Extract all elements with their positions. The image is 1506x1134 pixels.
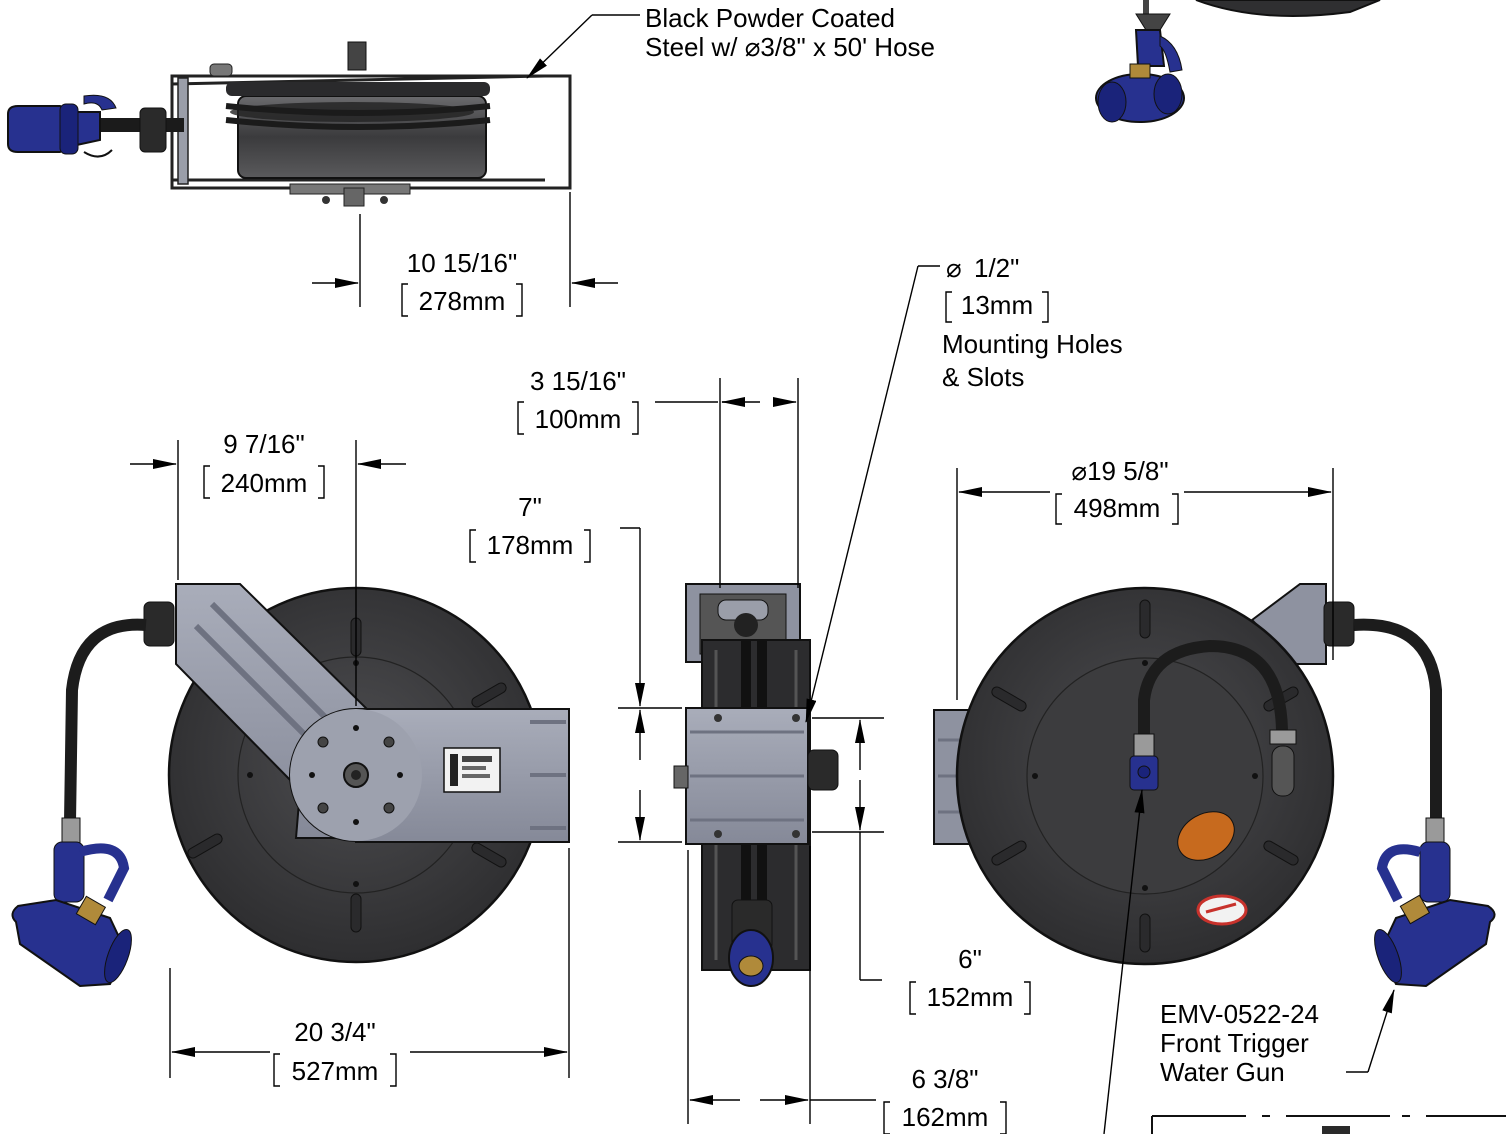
diameter-in: 19 5/8" [1087,456,1169,486]
dim-bracket-width: 3 15/16" 100mm [517,366,799,588]
front-hose [64,618,147,823]
dim-top-depth: 10 15/16" 278mm [312,192,618,317]
diameter-symbol: ⌀ [745,32,761,62]
top-view-gun [7,105,101,153]
diameter-mm: 498mm [1074,493,1161,523]
hole-spacing-in: 6" [958,944,982,974]
rear-view [933,583,1496,988]
hole-diameter-symbol: ⌀ [946,253,962,283]
hole-mm: 13mm [961,290,1033,320]
front-view [11,583,570,988]
dim-bracket-height: 7" 178mm [469,492,682,843]
hole-line2: & Slots [942,362,1024,392]
rear-leader-line [1103,789,1145,1134]
hole-line1: Mounting Holes [942,329,1123,359]
bracket-height-in: 7" [518,492,542,522]
side-depth-mm: 162mm [902,1102,989,1132]
svg-text:⌀: ⌀ [946,253,962,283]
gun-line2: Front Trigger [1160,1028,1309,1058]
mounting-hole-callout: ⌀ 1/2" 13mm Mounting Holes & Slots [805,253,1123,723]
finish-line1: Black Powder Coated [645,3,895,33]
dim-hole-spacing: 6" 152mm [812,717,1031,1015]
top-depth-mm: 278mm [419,286,506,316]
gun-callout: EMV-0522-24 Front Trigger Water Gun [1160,989,1395,1087]
cropped-iso-view [1095,0,1381,123]
dim-overall-width: 20 3/4" 527mm [169,848,570,1087]
cropped-view-frame [1151,1115,1506,1134]
finish-line2-tail: 3/8" x 50' Hose [760,32,935,62]
width-mm: 527mm [292,1056,379,1086]
dim-side-depth: 6 3/8" 162mm [687,846,1007,1134]
gun-line1: EMV-0522-24 [1160,999,1319,1029]
top-depth-in: 10 15/16" [407,248,517,278]
diameter-symbol-2: ⌀ [1071,456,1087,486]
dim-diameter: ⌀19 5/8" 498mm [956,456,1334,700]
rear-direction-label [1196,894,1248,926]
arm-offset-in: 9 7/16" [223,429,305,459]
side-depth-in: 6 3/8" [911,1064,978,1094]
rear-warning-label [1177,811,1235,861]
width-in: 20 3/4" [294,1017,376,1047]
hole-dia: 1/2" [974,253,1019,283]
svg-text:Steel w/ ⌀3/8" x 50' Hose: Steel w/ ⌀3/8" x 50' Hose [645,32,935,62]
bracket-width-in: 3 15/16" [530,366,626,396]
finish-line2: Steel w/ [645,32,745,62]
svg-text:⌀19 5/8": ⌀19 5/8" [1071,456,1168,486]
rear-inner-hose [1138,639,1288,734]
top-view [7,41,572,207]
arm-offset-mm: 240mm [221,468,308,498]
rear-outer-hose [1353,618,1442,822]
side-view [673,583,839,987]
hole-spacing-mm: 152mm [927,982,1014,1012]
dim-arm-offset: 9 7/16" 240mm [130,429,406,706]
finish-callout: Black Powder Coated Steel w/ ⌀3/8" x 50'… [526,3,935,79]
gun-line3: Water Gun [1160,1057,1285,1087]
bracket-height-mm: 178mm [487,530,574,560]
bracket-width-mm: 100mm [535,404,622,434]
